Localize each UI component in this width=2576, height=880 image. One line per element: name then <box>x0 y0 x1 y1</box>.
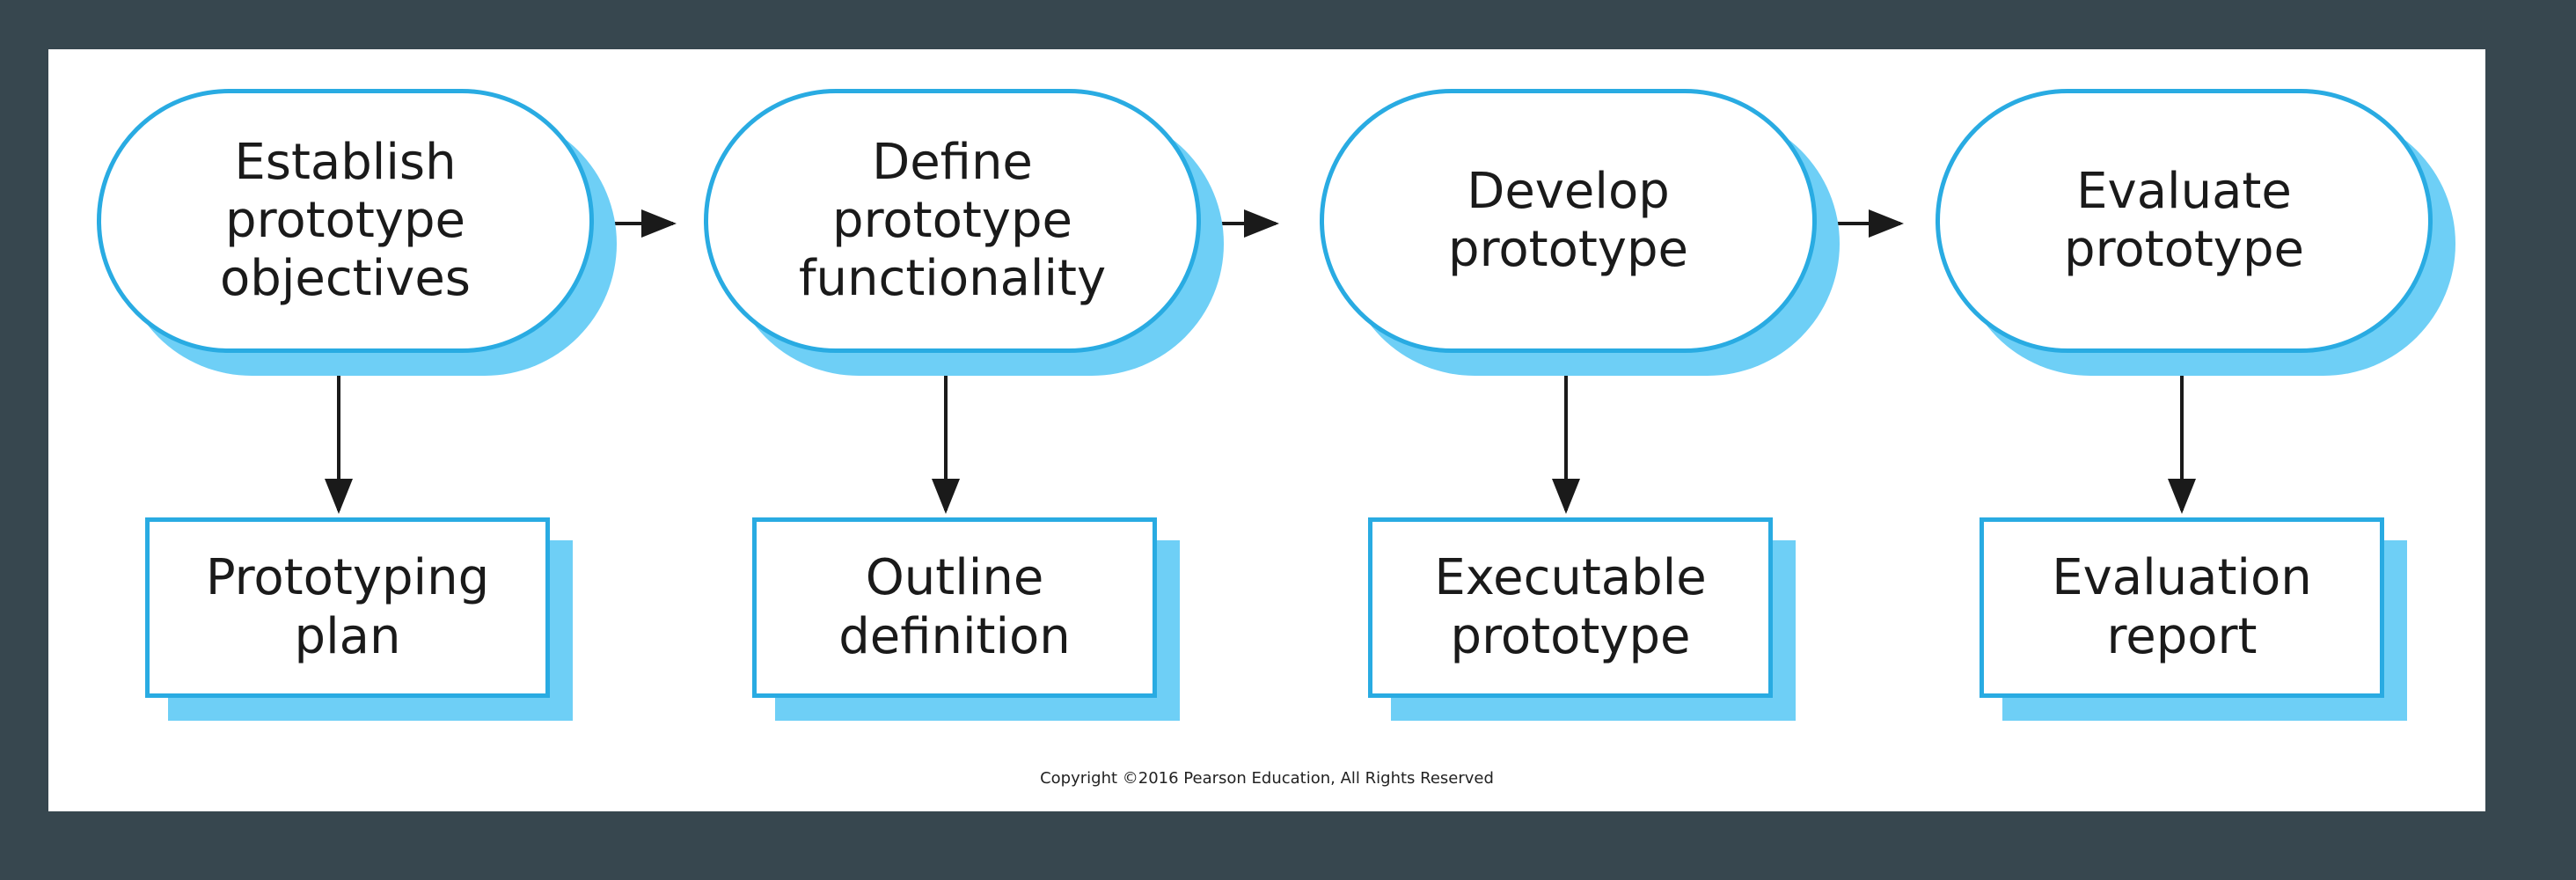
output-evaluation-report: Evaluation report <box>1980 517 2384 698</box>
process-step-evaluate-prototype: Evaluate prototype <box>1936 89 2433 353</box>
output-label: Executable prototype <box>1434 549 1707 665</box>
process-step-label: Establish prototype objectives <box>220 133 471 308</box>
output-label: Outline definition <box>838 549 1071 665</box>
process-step-establish-objectives: Establish prototype objectives <box>97 89 594 353</box>
process-step-label: Define prototype functionality <box>798 133 1107 308</box>
output-executable-prototype: Executable prototype <box>1368 517 1773 698</box>
process-step-label: Evaluate prototype <box>2064 162 2304 278</box>
diagram-canvas: Establish prototype objectives Define pr… <box>48 49 2485 811</box>
output-label: Evaluation report <box>2052 549 2312 665</box>
output-label: Prototyping plan <box>205 549 490 665</box>
output-outline-definition: Outline definition <box>752 517 1157 698</box>
process-step-define-functionality: Define prototype functionality <box>704 89 1201 353</box>
copyright-notice: Copyright ©2016 Pearson Education, All R… <box>1040 769 1494 788</box>
output-prototyping-plan: Prototyping plan <box>145 517 550 698</box>
process-step-develop-prototype: Develop prototype <box>1320 89 1817 353</box>
process-step-label: Develop prototype <box>1448 162 1688 278</box>
